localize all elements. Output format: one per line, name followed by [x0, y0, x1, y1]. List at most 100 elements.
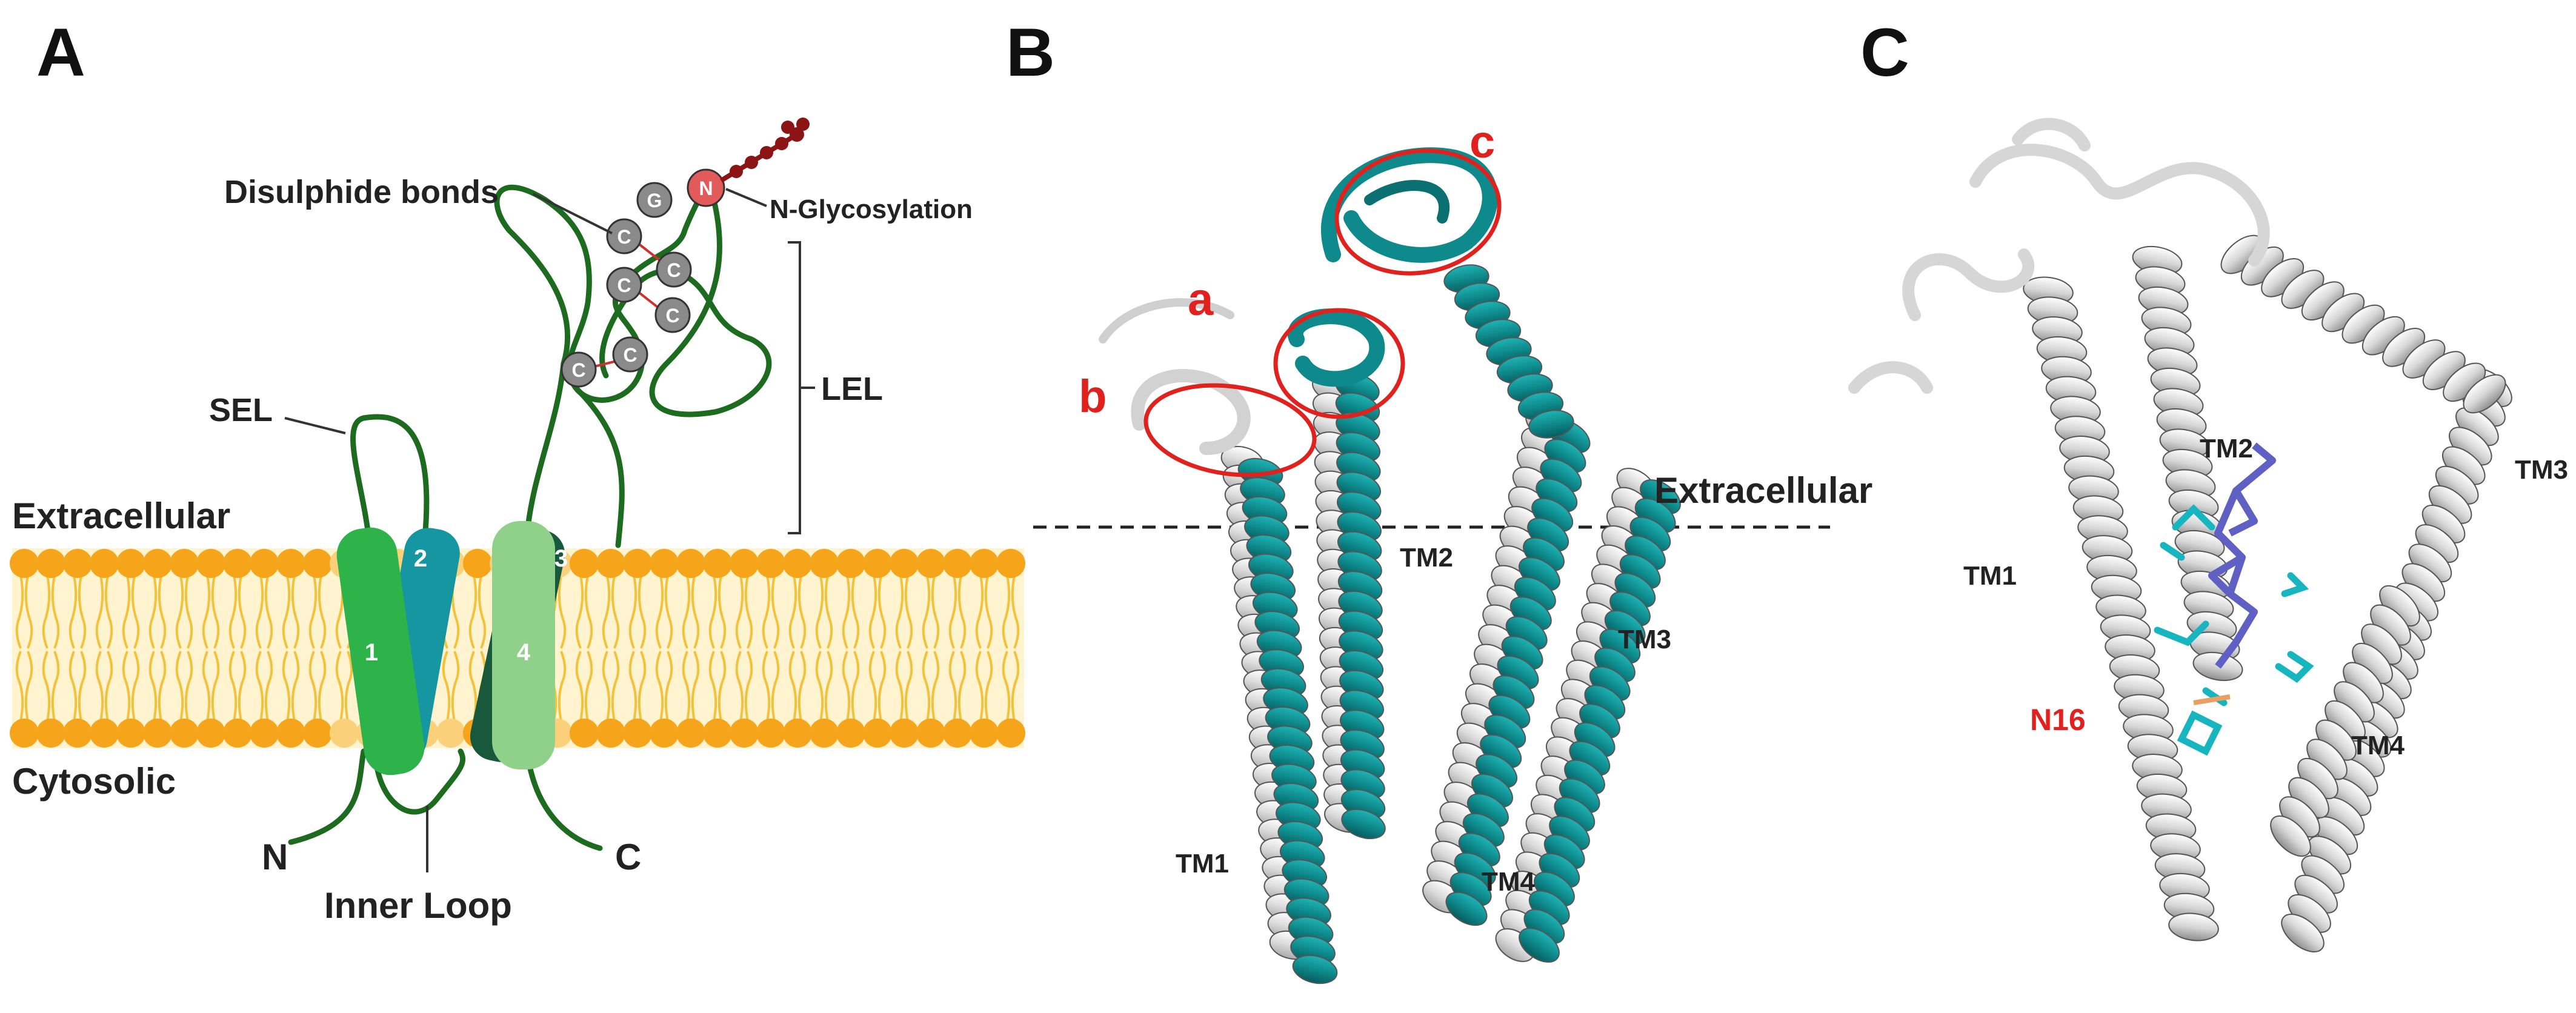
helix-label-4: 4 [517, 639, 531, 666]
lipid-head [116, 719, 145, 748]
lipid-tail [664, 651, 673, 722]
lipid-tail [228, 575, 238, 649]
lipid-head [756, 549, 785, 578]
lipid-tail [291, 575, 300, 649]
lipid-tail [868, 575, 877, 649]
lipid-head [623, 719, 652, 748]
label-extracellular-b: Extracellular [1654, 470, 1872, 511]
lipid-head [10, 549, 39, 578]
lipid-tail [851, 651, 860, 722]
lipid-head [943, 719, 972, 748]
lipid-tail [104, 575, 113, 649]
lipid-tail [238, 651, 247, 722]
label-lel: LEL [821, 371, 883, 407]
lipid-tail [762, 651, 771, 722]
bead-g [636, 182, 673, 218]
lipid-head [943, 549, 972, 578]
lipid-tail [957, 651, 967, 722]
lipid-tail [1002, 575, 1011, 649]
lipid-tail [122, 651, 131, 722]
tm-helices: 1 2 3 4 [336, 521, 568, 776]
lipid-head [36, 719, 65, 748]
lipid-tail [984, 651, 993, 722]
lipid-tail [771, 651, 780, 722]
lipid-tail [175, 575, 184, 649]
lipid-tail [797, 651, 807, 722]
lipid-head [970, 549, 999, 578]
lipid-tail [922, 651, 931, 722]
bead-c3 [606, 267, 642, 303]
label-n-glycosylation: N-Glycosylation [770, 194, 973, 224]
lipid-tail [637, 575, 647, 649]
lipid-tail [717, 575, 727, 649]
lipid-tail [184, 575, 193, 649]
helix-turn [2281, 914, 2325, 952]
lipid-head [143, 549, 172, 578]
lipid-tail [1011, 575, 1020, 649]
lipid-tail [211, 651, 220, 722]
lipid-tail [931, 575, 940, 649]
lipid-tail [895, 651, 904, 722]
region-c-circle [1334, 148, 1502, 276]
lipid-head [143, 719, 172, 748]
label-tm2-c: TM2 [2200, 434, 2253, 463]
lipid-head [276, 549, 305, 578]
lipid-head [223, 549, 252, 578]
lipid-tail [948, 651, 957, 722]
lipid-head [810, 719, 839, 748]
n16-bond [2193, 694, 2231, 705]
helix-label-2: 2 [414, 545, 427, 572]
label-n16: N16 [2030, 703, 2086, 737]
lipid-head [810, 549, 839, 578]
lipid-tail [104, 651, 113, 722]
lipid-tail [442, 651, 451, 722]
lipid-tail [904, 575, 913, 649]
lipid-head [783, 719, 812, 748]
lipid-head [276, 719, 305, 748]
lipid-head [330, 719, 359, 748]
lipid-tail [682, 651, 691, 722]
lipid-tail [131, 575, 140, 649]
lipid-tail [922, 575, 931, 649]
label-tm4-b: TM4 [1482, 867, 1536, 897]
lipid-head [863, 549, 892, 578]
lipid-head [890, 719, 919, 748]
lipid-head [703, 549, 732, 578]
lipid-head [90, 549, 119, 578]
lipid-head [836, 719, 865, 748]
lipid-tail [282, 651, 291, 722]
panel-b-structure: a b c Extracellular TM1 TM2 TM3 TM4 [1033, 116, 1872, 985]
lipid-tail [122, 575, 131, 649]
label-extracellular-a: Extracellular [12, 496, 230, 536]
lipid-tail [184, 651, 193, 722]
label-tm3-b: TM3 [1618, 625, 1671, 654]
lipid-tail [557, 651, 567, 722]
lipid-tail [655, 575, 664, 649]
lipid-head [250, 549, 279, 578]
lipid-head [36, 549, 65, 578]
region-a-circle [1273, 308, 1405, 419]
lipid-tail [682, 575, 691, 649]
lipid-tail [895, 575, 904, 649]
lipid-tail [771, 575, 780, 649]
helix-turn [2270, 815, 2311, 857]
ligand-molecule [2208, 442, 2276, 669]
lipid-tail [228, 651, 238, 722]
bead-letter-c2: C [667, 259, 681, 281]
lipid-head [223, 719, 252, 748]
panel-c-loops [1848, 118, 2270, 394]
helix-turn [1528, 410, 1574, 439]
panel-letter-c: C [1860, 15, 1909, 90]
lipid-tail [575, 651, 584, 722]
panel-c-structure: TM1 TM2 TM3 TM4 N16 [1848, 118, 2568, 952]
lipid-tail [691, 651, 700, 722]
lipid-tail [584, 575, 593, 649]
lipid-tail [264, 575, 273, 649]
lipid-tail [68, 575, 78, 649]
helix-1 [336, 527, 425, 776]
label-tm4-c: TM4 [2351, 731, 2405, 760]
lipid-head [463, 549, 492, 578]
lipid-tail [815, 651, 824, 722]
lipid-head [436, 719, 465, 748]
